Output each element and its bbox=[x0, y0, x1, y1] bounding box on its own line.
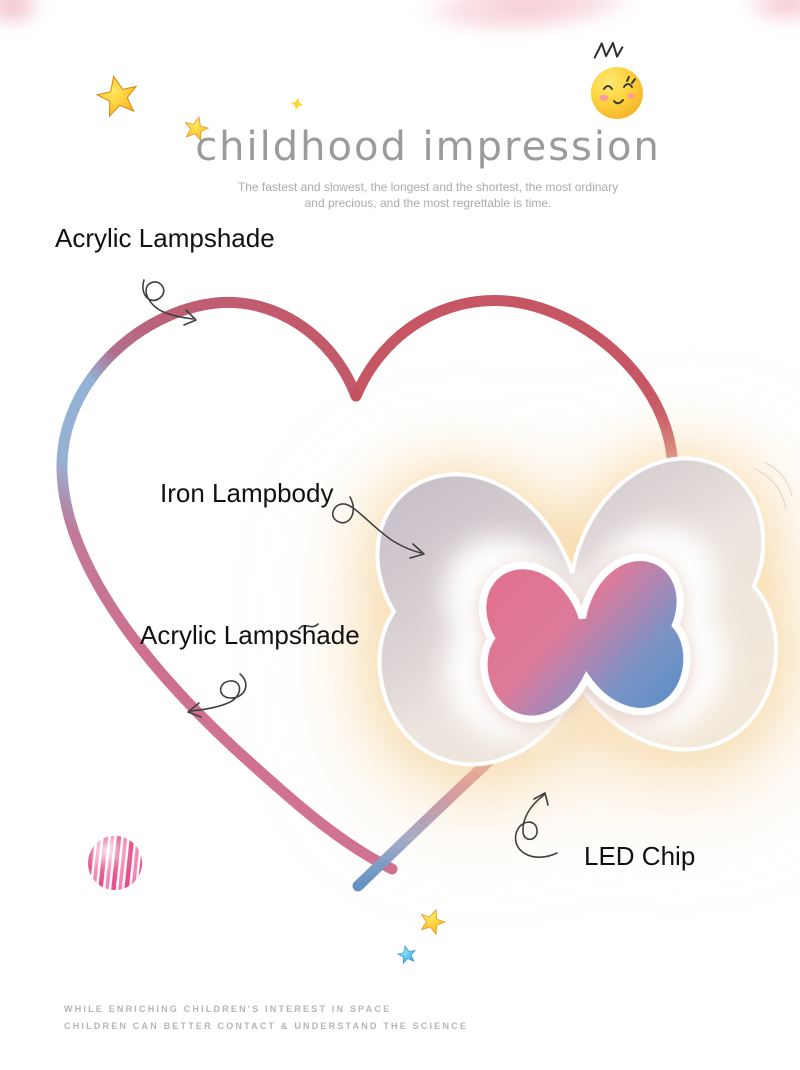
blue-star-bottom-icon bbox=[395, 943, 418, 965]
label-led-chip: LED Chip bbox=[584, 841, 696, 871]
label-acrylic-lampshade-top: Acrylic Lampshade bbox=[55, 223, 275, 253]
subtitle-line-2: and precious, and the most regrettable i… bbox=[304, 196, 552, 210]
subtitle-line-1: The fastest and slowest, the longest and… bbox=[237, 180, 619, 194]
smiley-cheek-right bbox=[627, 93, 635, 99]
yellow-sparkle-icon bbox=[289, 96, 305, 112]
sketch-lines bbox=[752, 461, 793, 511]
page-title: childhood impression bbox=[195, 124, 661, 170]
arrow-lampshade-top bbox=[142, 279, 197, 326]
page-subtitle: The fastest and slowest, the longest and… bbox=[0, 179, 800, 211]
arrow-led-chip bbox=[514, 792, 558, 858]
smiley-cheek-left bbox=[599, 95, 609, 101]
smiley-sun-icon bbox=[591, 41, 643, 119]
butterfly-lampshade-shape bbox=[367, 453, 783, 771]
footer-line-2: CHILDREN CAN BETTER CONTACT & UNDERSTAND… bbox=[64, 1021, 469, 1031]
label-acrylic-lampshade-mid: Acrylic Lampshade bbox=[140, 620, 360, 650]
yellow-star-bottom-icon bbox=[416, 905, 449, 937]
smiley-face bbox=[591, 67, 643, 119]
crown-doodle-icon bbox=[593, 41, 624, 59]
arrow-iron-lampbody bbox=[332, 496, 425, 559]
arrow-lampshade-mid bbox=[187, 623, 319, 718]
label-iron-lampbody: Iron Lampbody bbox=[160, 478, 334, 508]
footer-line-1: WHILE ENRICHING CHILDREN'S INTEREST IN S… bbox=[64, 1004, 392, 1014]
pink-striped-ball-icon bbox=[88, 836, 142, 890]
heart-left-stroke bbox=[56, 296, 398, 875]
smiley-eyes bbox=[603, 76, 636, 90]
smiley-mouth bbox=[613, 99, 624, 105]
callout-arrows bbox=[142, 279, 558, 858]
yellow-star-large-icon bbox=[93, 71, 143, 119]
